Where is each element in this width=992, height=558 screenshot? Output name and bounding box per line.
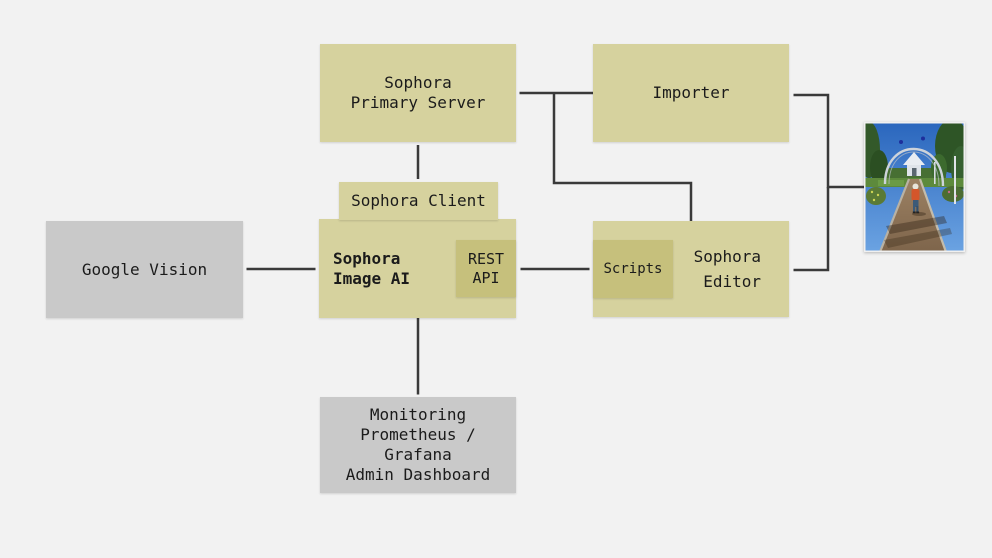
garden-path-photo (864, 122, 965, 252)
node-label: Importer (652, 83, 730, 102)
node-label: Editor (703, 272, 761, 291)
node-label: Grafana (384, 445, 452, 464)
node-label: Admin Dashboard (345, 465, 491, 484)
node-label: Sophora (693, 247, 761, 266)
node-label: API (472, 268, 500, 287)
node-label: Primary Server (350, 93, 486, 112)
arrow-photo-importer (793, 93, 864, 189)
arrow-photo-editor (793, 187, 830, 272)
node-label: Prometheus / (360, 425, 476, 444)
node-scripts: Scripts (593, 240, 673, 298)
node-label: Monitoring (369, 405, 467, 424)
node-label: Image AI (333, 268, 411, 288)
node-google-vision: Google Vision (46, 221, 243, 318)
node-label: Google Vision (81, 259, 208, 279)
node-label: Sophora (384, 73, 452, 92)
node-sophora-image-ai: Sophora Image AI REST API (319, 219, 516, 318)
node-monitoring: Monitoring Prometheus / Grafana Admin Da… (320, 397, 516, 493)
node-sophora-client: Sophora Client (339, 182, 498, 220)
node-sophora-editor: Sophora Editor Scripts (593, 221, 789, 317)
node-rest-api: REST API (456, 240, 516, 297)
node-label: REST (467, 249, 505, 268)
node-importer: Importer (593, 44, 789, 142)
node-label: Scripts (603, 261, 663, 277)
node-label: Sophora (333, 248, 401, 268)
node-label: Sophora Client (351, 191, 486, 210)
node-sophora-primary-server: Sophora Primary Server (320, 44, 516, 142)
